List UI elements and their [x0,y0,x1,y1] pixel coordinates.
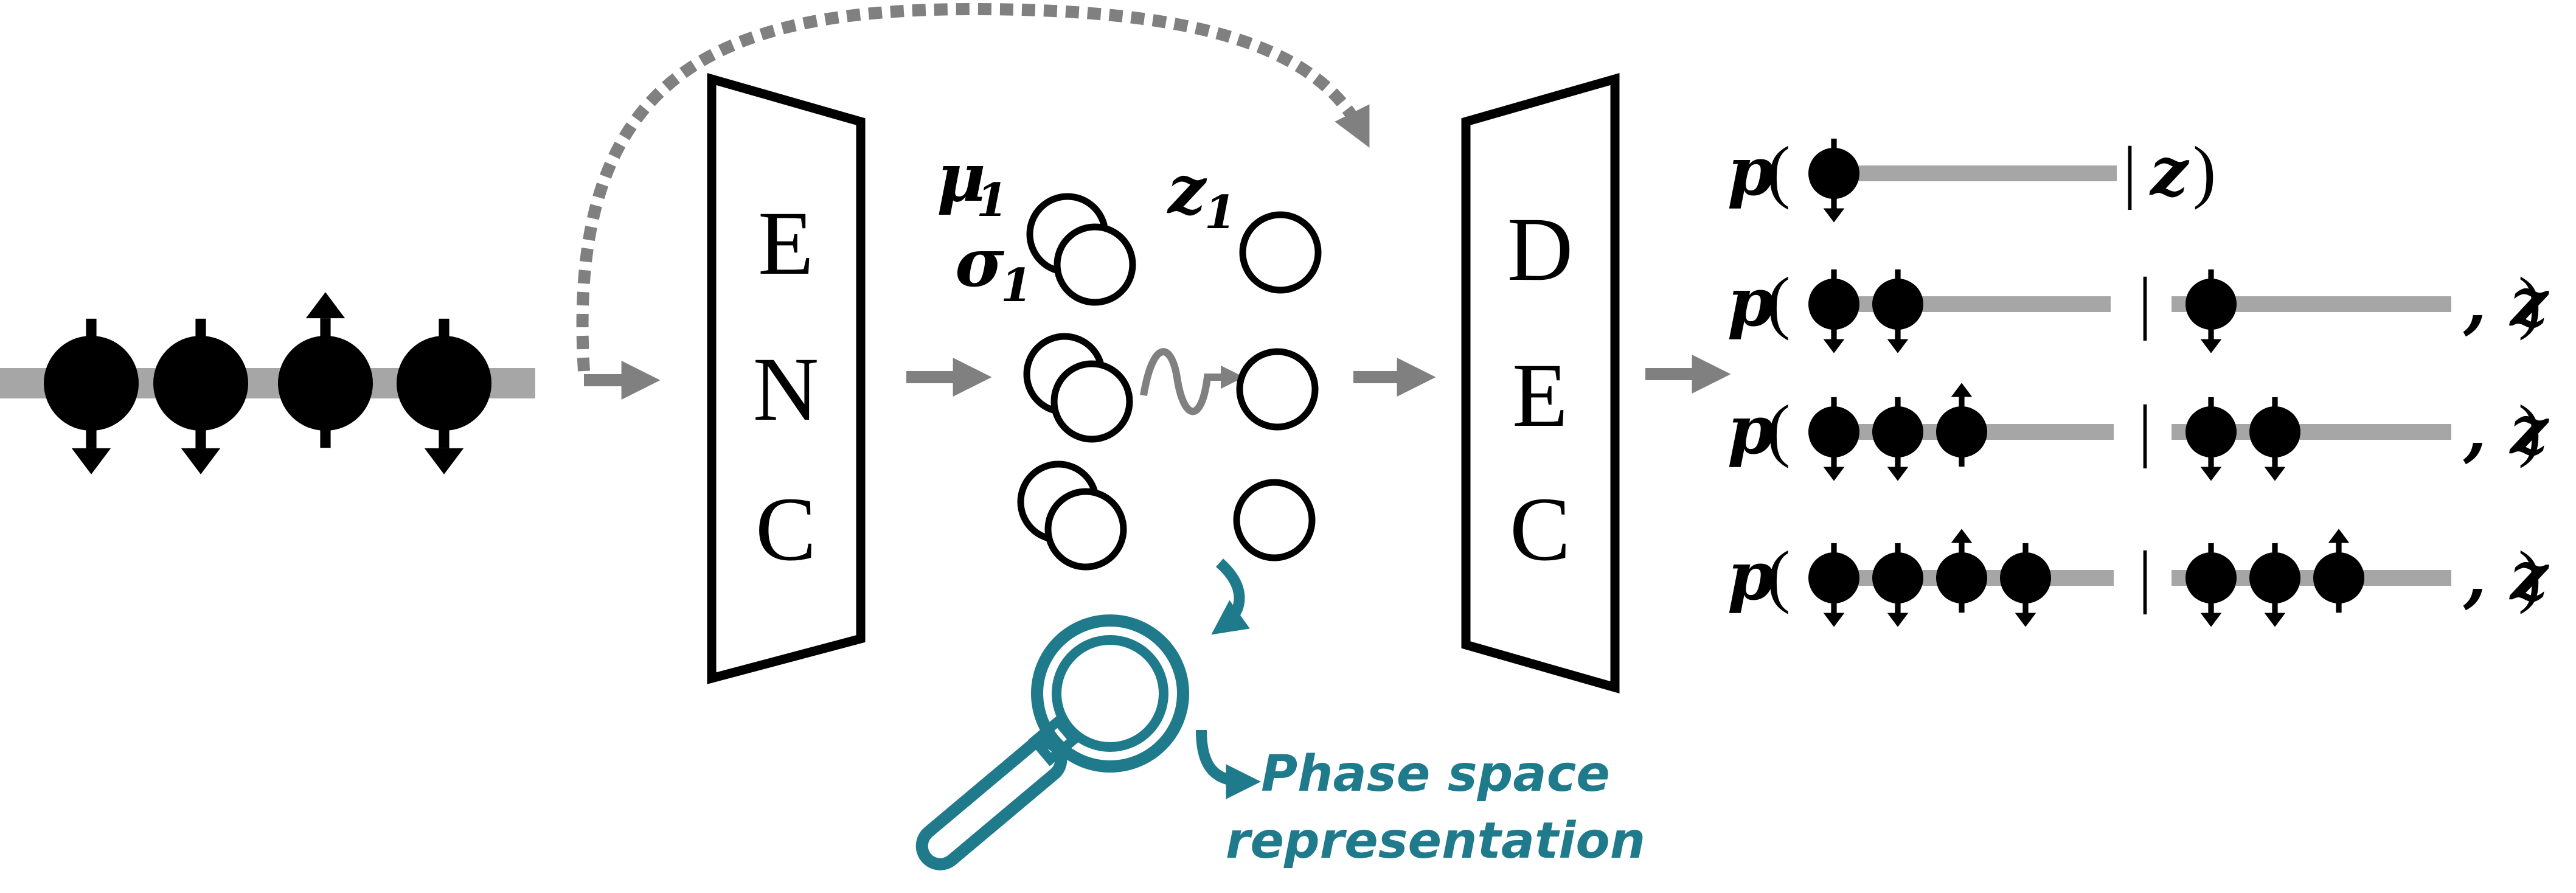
open-paren: ( [1767,391,1790,468]
p-symbol: p [1727,537,1774,615]
given-spin-1 [2185,397,2237,481]
mu-label: μ [937,138,986,217]
mu-sigma-pair-3 [1017,460,1127,571]
conditional-row-4: p( | , z) [1727,529,2550,627]
conditional-row-1: p( |z) [1727,132,2216,223]
target-spin-2 [1872,269,1923,353]
encoder-letter-e: E [758,193,814,294]
encoder-block: E N C [707,73,866,684]
sigma-subscript: 1 [1001,259,1032,312]
close-paren: ) [2518,391,2541,468]
condition-z: z [2149,132,2190,210]
input-spin-2 [153,318,248,474]
open-paren: ( [1767,537,1790,614]
conditional-probabilities: p(|z)p(|, z)p(|, z)p(|, z) [1727,132,2550,627]
decoder-block: D E C [1461,73,1620,693]
given-bar: | [2138,391,2152,468]
z-circle-3 [1233,479,1316,561]
mu-sigma-pair-1 [1026,193,1136,306]
curved-arrow-to-text-icon [1196,729,1262,799]
condition-z: , z [2463,263,2550,341]
target-spin-1 [1808,269,1859,353]
curved-arrow-icon [1211,558,1250,635]
skip-connection-arrow [576,2,1370,372]
z-circle-2 [1236,348,1319,431]
target-spin-1 [1808,543,1859,627]
given-spin-2 [2249,397,2300,481]
mu-subscript: 1 [976,173,1008,227]
condition-z: , z [2463,391,2550,469]
input-spin-3 [278,292,373,448]
target-spin-1 [1808,397,1859,481]
mu-sigma-pair-2 [1023,333,1133,443]
close-paren: ) [2518,537,2541,614]
p-symbol: p [1727,263,1774,341]
encoder-letter-c: C [755,479,816,580]
phase-space-line1: Phase space [1261,745,1610,803]
z-circle-1 [1239,211,1322,294]
target-spin-3 [1936,383,1987,467]
target-spin-3 [1936,529,1987,613]
p-symbol: p [1727,391,1774,469]
given-bar: | [2138,537,2152,614]
target-spin-2 [1872,543,1923,627]
condition-z: , z [2463,537,2550,615]
given-spin-3 [2313,529,2364,613]
close-paren: ) [2518,263,2541,341]
given-spin-1 [2185,543,2237,627]
open-paren: ( [1767,133,1790,210]
phase-space-line2: representation [1226,812,1645,870]
open-paren: ( [1767,263,1790,341]
phase-space-group: Phase space representation [915,558,1645,870]
given-bar: | [2123,133,2137,210]
target-spin-2 [1872,397,1923,481]
input-spin-4 [397,318,491,474]
decoder-letter-e: E [1512,345,1568,446]
latent-space: μ 1 σ 1 z 1 [937,138,1322,571]
conditional-row-2: p( | , z) [1727,263,2550,353]
given-spin-1 [2185,269,2237,353]
z-label: z [1167,150,1207,229]
given-bar: | [2138,263,2152,341]
encoder-letter-n: N [753,339,819,440]
sampling-squiggle-arrow [1140,348,1245,415]
input-spin-1 [44,318,139,474]
input-spin-chain [0,292,535,474]
conditional-row-3: p( | , z) [1727,383,2550,481]
target-spin-1 [1808,138,1859,223]
z-subscript: 1 [1204,186,1236,239]
target-spin-4 [2000,543,2051,627]
decoder-letter-c: C [1510,479,1571,580]
p-symbol: p [1727,132,1774,210]
given-spin-2 [2249,543,2300,627]
magnifier-icon [915,614,1189,870]
close-paren: ) [2193,133,2216,210]
decoder-letter-d: D [1507,199,1573,300]
sigma-label: σ [955,223,1005,302]
